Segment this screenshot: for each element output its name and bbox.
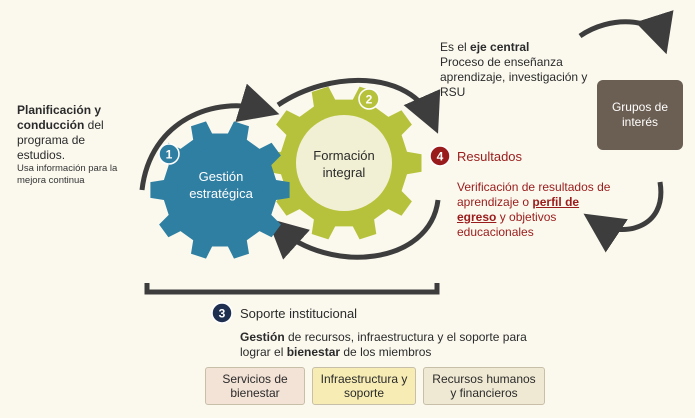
gear2-label: Formación integral: [306, 147, 382, 181]
cycle-arrow-upper-left: [139, 83, 280, 191]
perfil-egreso-link[interactable]: perfil de egreso: [457, 195, 580, 224]
cycle-arrow-lower-right: [266, 199, 441, 260]
resultados-title: Resultados: [457, 149, 523, 164]
eje-bold: eje central: [470, 40, 530, 54]
eje-prefix: Es el: [440, 40, 471, 54]
planning-line1: Planificación y: [17, 103, 102, 117]
soporte-desc-end: de los miembros: [340, 345, 432, 359]
infraestructura-soporte-box: Infraestructura y soporte: [312, 367, 416, 405]
soporte-desc: Gestión de recursos, infraestructura y e…: [240, 330, 550, 360]
stakeholder-arrow-top: [578, 10, 674, 55]
planning-line2-rest: del: [84, 118, 104, 132]
recursos-humanos-box: Recursos humanos y financieros: [423, 367, 545, 405]
grupos-interes-label: Grupos de interés: [611, 100, 669, 129]
soporte-title: Soporte institucional: [240, 306, 358, 321]
stakeholder-arrow-bottom: [583, 181, 664, 253]
badge-2: [358, 88, 380, 110]
badge-1: [158, 143, 180, 165]
cycle-arrow-upper-right: [276, 77, 441, 134]
planning-line2: conducción del: [17, 118, 132, 133]
support-bracket: [144, 283, 440, 295]
gear2-hub: [296, 115, 392, 211]
resultados-text-after: y objetivos educacionales: [457, 210, 557, 239]
servicios-bienestar-box: Servicios de bienestar: [205, 367, 305, 405]
gear2-label-line2: integral: [322, 165, 366, 180]
gear2-label-line1: Formación: [313, 148, 375, 163]
planning-note: Usa información para la mejora continua: [17, 163, 118, 186]
resultados-text: Verificación de resultados de aprendizaj…: [457, 180, 617, 240]
planning-text: Planificación y conducción del programa …: [17, 103, 132, 187]
formacion-gear: [266, 86, 422, 240]
resultados-text-before: Verificación de resultados de aprendizaj…: [457, 180, 611, 209]
planning-line2-bold: conducción: [17, 118, 85, 132]
soporte-desc-mid: de recursos, infraestructura y el soport…: [240, 330, 527, 359]
gear1-hub: [177, 147, 263, 233]
badge-2-number: 2: [366, 93, 373, 107]
badge-3: [211, 302, 233, 324]
eje-title: Es el eje central: [440, 40, 590, 55]
badge-4: [429, 145, 451, 167]
gestion-gear: [150, 121, 290, 259]
eje-desc: Proceso de enseñanza aprendizaje, invest…: [440, 55, 588, 99]
soporte-desc-bold1: Gestión: [240, 330, 285, 344]
badge-4-number: 4: [437, 150, 444, 164]
gear1-label-line1: Gestión: [198, 169, 244, 184]
badge-3-number: 3: [219, 307, 226, 321]
soporte-desc-bold2: bienestar: [286, 345, 341, 359]
planning-line3: programa de: [17, 133, 86, 147]
planning-line4: estudios.: [17, 148, 66, 162]
eje-central-text: Es el eje central Proceso de enseñanza a…: [440, 40, 590, 100]
badge-1-number: 1: [166, 148, 173, 162]
gear1-label-line2: estratégica: [189, 186, 253, 201]
grupos-interes-box: Grupos de interés: [597, 80, 683, 150]
gear1-label: Gestión estratégica: [183, 168, 259, 202]
